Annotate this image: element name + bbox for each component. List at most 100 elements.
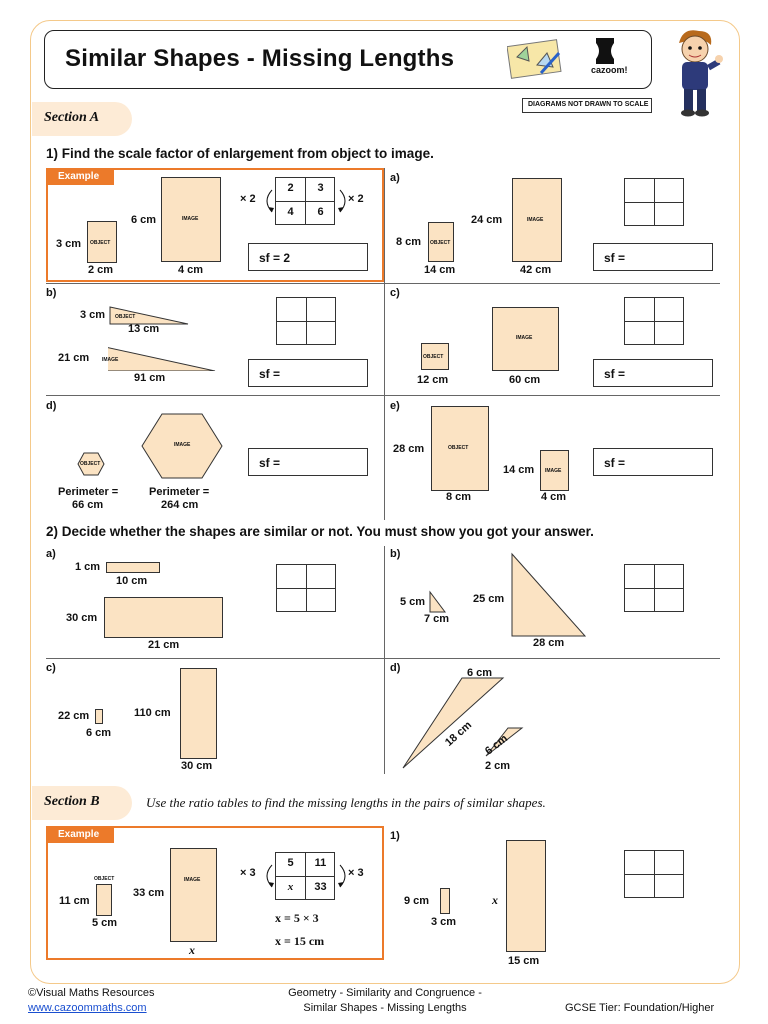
q2a-shape-2 (104, 597, 223, 638)
label: 30 cm (181, 760, 213, 772)
label: 3 cm (431, 916, 457, 928)
label: 3 cm (80, 309, 106, 321)
part-label: c) (390, 287, 400, 299)
label: 14 cm (424, 264, 456, 276)
q1ex-object: OBJECT (87, 221, 117, 263)
label: 15 cm (508, 955, 540, 967)
q1ex-sf-answer: sf = 2 (248, 243, 368, 271)
page-border (30, 20, 740, 984)
label: 2 cm (485, 760, 511, 772)
bex-object (96, 884, 112, 916)
bex-ratio-table: 5 11 x 33 (275, 852, 335, 900)
label: 6 cm (86, 727, 112, 739)
mascot-boy-icon (679, 30, 723, 117)
label: 42 cm (520, 264, 552, 276)
b1-ratio-table[interactable] (624, 850, 684, 898)
notebook-icon (507, 39, 562, 79)
label: 8 cm (446, 491, 472, 503)
label: 30 cm (66, 612, 98, 624)
label: 6 cm (467, 667, 493, 679)
q1a-sf-answer[interactable]: sf = (593, 243, 713, 271)
q2a-ratio-table[interactable] (276, 564, 336, 612)
equation-2: x = 15 cm (275, 934, 325, 948)
ratio-arrows (266, 189, 346, 213)
label: 22 cm (58, 710, 90, 722)
q1c-object: OBJECT (421, 343, 449, 370)
label: 21 cm (58, 352, 90, 364)
label: 33 cm (133, 887, 165, 899)
part-label: b) (390, 548, 401, 560)
q1e-sf-answer[interactable]: sf = (593, 448, 713, 476)
label: 4 cm (178, 264, 204, 276)
q1c-image: IMAGE (492, 307, 559, 371)
label: OBJECT (115, 314, 136, 320)
label: 5 cm (400, 596, 426, 608)
q2c-shape-1 (95, 709, 103, 724)
q2c-shape-2 (180, 668, 217, 759)
label: × 3 (348, 867, 364, 879)
label: 91 cm (134, 372, 166, 384)
label: 10 cm (116, 575, 148, 587)
label: Perimeter = (149, 486, 210, 498)
q1c-ratio-table[interactable] (624, 297, 684, 345)
example-tag: Example (48, 170, 114, 185)
q1b-triangles (108, 306, 216, 371)
label: OBJECT (94, 876, 115, 882)
q2b-ratio-table[interactable] (624, 564, 684, 612)
divider (46, 395, 720, 396)
section-b-instruction: Use the ratio tables to find the missing… (146, 795, 546, 810)
label: 5 cm (92, 917, 118, 929)
q1ex-ratio-table: 2 3 4 6 (275, 177, 335, 225)
label: 110 cm (134, 707, 171, 719)
q2a-shape-1 (106, 562, 160, 573)
q1d-sf-answer[interactable]: sf = (248, 448, 368, 476)
label: 2 cm (88, 264, 114, 276)
section-a-tab: Section A (32, 102, 132, 136)
label: 6 cm (131, 214, 157, 226)
label: IMAGE (102, 357, 119, 363)
divider (384, 546, 385, 774)
q2b-triangles (429, 552, 587, 637)
question-2-text: 2) Decide whether the shapes are similar… (46, 524, 594, 539)
label: × 2 (240, 193, 256, 205)
label: 14 cm (503, 464, 535, 476)
q1ex-image: IMAGE (161, 177, 221, 262)
label: 7 cm (424, 613, 450, 625)
divider (384, 168, 385, 520)
label: 3 cm (56, 238, 82, 250)
section-b-tab: Section B (32, 786, 132, 820)
label: 1 cm (75, 561, 101, 573)
b1-image (506, 840, 546, 952)
part-label: c) (46, 662, 56, 674)
label: Perimeter = (58, 486, 119, 498)
label: 8 cm (396, 236, 422, 248)
title-box: Similar Shapes - Missing Lengths cazoom! (44, 30, 652, 89)
example-tag: Example (48, 828, 114, 843)
part-label: d) (46, 400, 57, 412)
label: × 2 (348, 193, 364, 205)
label: × 3 (240, 867, 256, 879)
footer-topic-1: Geometry - Similarity and Congruence - (288, 987, 482, 999)
ratio-arrows (266, 864, 346, 888)
part-label: e) (390, 400, 400, 412)
q1c-sf-answer[interactable]: sf = (593, 359, 713, 387)
q1b-sf-answer[interactable]: sf = (248, 359, 368, 387)
part-label: a) (46, 548, 56, 560)
footer-link[interactable]: www.cazoommaths.com (28, 1002, 147, 1014)
label: 25 cm (473, 593, 505, 605)
q1a-image: IMAGE (512, 178, 562, 262)
part-label: d) (390, 662, 401, 674)
q1b-ratio-table[interactable] (276, 297, 336, 345)
b1-object (440, 888, 450, 914)
cazoom-logo-icon (596, 38, 614, 64)
label: 21 cm (148, 639, 180, 651)
label: 9 cm (404, 895, 430, 907)
label: 4 cm (541, 491, 567, 503)
brand-name: cazoom! (591, 65, 628, 75)
page-title: Similar Shapes - Missing Lengths (65, 45, 455, 72)
q1-example-box: Example (46, 168, 384, 282)
not-to-scale-note: DIAGRAMS NOT DRAWN TO SCALE (522, 98, 652, 113)
label: OBJECT (80, 461, 101, 467)
footer-tier: GCSE Tier: Foundation/Higher (565, 1002, 715, 1014)
q1a-ratio-table[interactable] (624, 178, 684, 226)
